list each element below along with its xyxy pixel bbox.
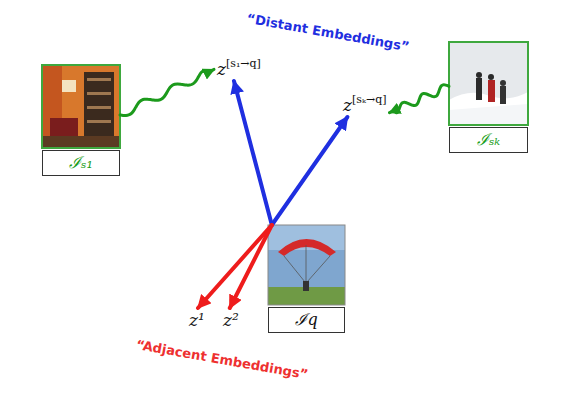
photo-person — [488, 80, 495, 102]
embedding-label: z[s₁→q] — [214, 52, 264, 81]
photo-border — [449, 42, 528, 125]
image-caption: ℐq — [268, 307, 345, 333]
embedding-arrow — [272, 117, 348, 225]
photo-wall — [42, 65, 120, 148]
photo-snow — [449, 104, 528, 125]
group-label: “Adjacent Embeddings” — [132, 335, 313, 384]
embedding-label: z² — [220, 308, 242, 332]
photo-person — [500, 80, 506, 86]
embedding-symbol: z² — [220, 308, 242, 332]
embedding-arrow — [234, 81, 272, 225]
photo-cord — [306, 245, 307, 282]
photo-area — [449, 42, 528, 127]
photo-bookshelf — [84, 72, 114, 138]
photo-person — [500, 86, 506, 104]
image-node: ℐq — [268, 225, 345, 333]
photo-shelf — [87, 106, 111, 109]
image-caption: ℐₛ₁ — [42, 150, 120, 176]
image-caption: ℐₛₖ — [449, 127, 528, 153]
symbol-superscript: [sₖ→q] — [352, 93, 387, 106]
photo-frame — [62, 80, 76, 92]
photo-canopy — [278, 239, 336, 256]
symbol-superscript: [s₁→q] — [226, 57, 261, 70]
wavy-arrow — [120, 69, 214, 115]
embedding-arrow — [198, 225, 272, 308]
embedding-arrow — [230, 225, 272, 308]
photo-person — [476, 78, 482, 100]
symbol-base: z — [217, 59, 226, 79]
room-photo — [42, 65, 120, 148]
embedding-symbol: z¹ — [186, 308, 208, 332]
photo-shelf — [87, 92, 111, 95]
image-node: ℐₛ₁ — [42, 65, 120, 176]
photo-sky — [449, 42, 528, 125]
photo-cord — [284, 256, 305, 282]
photo-cord — [307, 256, 330, 282]
photo-chair — [50, 118, 78, 136]
photo-sky — [268, 225, 345, 305]
wavy-arrow — [389, 85, 449, 113]
snow-photo — [449, 42, 528, 125]
group-label: “Distant Embeddings” — [242, 9, 414, 56]
embedding-symbol: z[sₖ→q] — [340, 88, 389, 117]
photo-area — [42, 65, 120, 150]
photo-shelf — [87, 78, 111, 81]
photo-border — [42, 65, 120, 148]
image-node: ℐₛₖ — [449, 42, 528, 153]
photo-shelf — [87, 120, 111, 123]
parachute-photo — [268, 225, 345, 305]
embedding-symbol: z[s₁→q] — [214, 52, 264, 81]
photo-area — [268, 225, 345, 307]
embedding-label: z¹ — [186, 308, 208, 332]
photo-person — [488, 74, 494, 80]
symbol-base: z — [343, 95, 352, 115]
embedding-label: z[sₖ→q] — [340, 88, 389, 117]
photo-person — [303, 281, 309, 291]
photo-border — [268, 225, 345, 305]
photo-person — [476, 72, 482, 78]
photo-floor — [42, 136, 120, 148]
